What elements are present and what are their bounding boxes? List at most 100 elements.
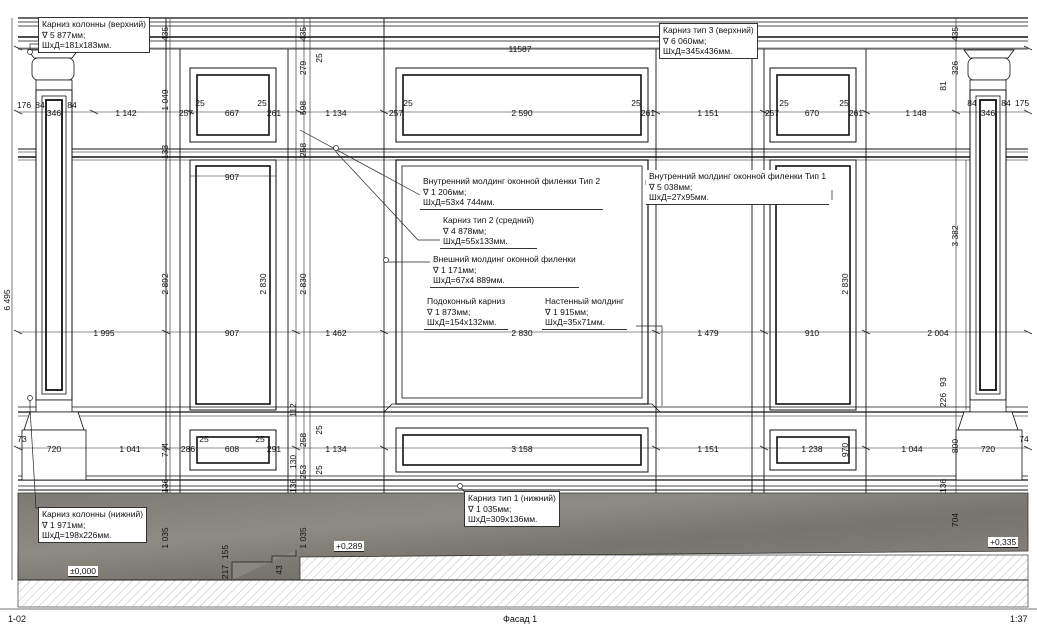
dim-upper-0: 907 (225, 172, 239, 182)
dim-top-22: 1 148 (905, 108, 927, 118)
note-inner-molding-type1: Внутренний молдинг оконной филенки Тип 1… (646, 170, 830, 205)
dim-low-10: 1 151 (697, 444, 719, 454)
dim-v-13: 2 830 (258, 273, 268, 295)
note-level: ∇ 5 877мм; (42, 29, 86, 40)
dim-text: 11587 176 84 346 84 1 142 257 25 667 25 … (17, 44, 1029, 454)
note-title: Внутренний молдинг оконной филенки Тип 2 (423, 176, 601, 186)
dim-v-16: 258 (298, 433, 308, 447)
dim-top-17: 257 (765, 108, 779, 118)
dim-top-25: 84 (1001, 98, 1011, 108)
dim-v-7: 435 (298, 27, 308, 41)
dimension-lines (11, 18, 1028, 580)
level-raised-right: +0,335 (988, 537, 1019, 548)
note-title: Внешний молдинг оконной филенки (433, 254, 576, 264)
dim-v-28: 81 (938, 81, 948, 91)
note-size: ШхД=35х71мм. (545, 317, 605, 327)
dim-v-6: 1 035 (160, 527, 170, 549)
note-title: Настенный молдинг (545, 296, 625, 306)
dim-v-0: 435 (160, 27, 170, 41)
dim-v-14: 2 830 (840, 273, 850, 295)
dim-v-23: 217 (220, 565, 230, 579)
dim-v-18: 253 (298, 465, 308, 479)
note-column-cornice-top: Карниз колонны (верхний) ∇ 5 877мм; ШхД=… (38, 17, 150, 53)
note-cornice-type3-top: Карниз тип 3 (верхний) ∇ 6 060мм; ШхД=34… (659, 23, 758, 59)
note-title: Карниз колонны (верхний) (42, 19, 146, 29)
dim-v-31: 226 (938, 393, 948, 407)
note-size: ШхД=27х95мм. (649, 192, 709, 202)
dim-v-10: 598 (298, 101, 308, 115)
note-title: Карниз тип 1 (нижний) (468, 493, 556, 503)
dim-top-16: 1 151 (697, 108, 719, 118)
dim-low-12: 1 044 (901, 444, 923, 454)
dim-v-27: 326 (950, 61, 960, 75)
dim-top-18: 25 (779, 98, 789, 108)
dim-top-21: 261 (849, 108, 863, 118)
dim-top-23: 84 (967, 98, 977, 108)
dim-top-20: 25 (839, 98, 849, 108)
dim-v-32: 800 (950, 439, 960, 453)
left-column (21, 49, 87, 481)
dim-low-0: 73 (17, 434, 27, 444)
dim-top-6: 25 (195, 98, 205, 108)
lower-panels (189, 427, 857, 473)
dim-mid-1: 907 (225, 328, 239, 338)
dim-mid-0: 1 995 (93, 328, 115, 338)
dim-low-11: 1 238 (801, 444, 823, 454)
note-inner-molding-type2: Внутренний молдинг оконной филенки Тип 2… (420, 175, 604, 210)
dim-v-20: 25 (314, 465, 324, 475)
dim-mid-4: 1 479 (697, 328, 719, 338)
level-raised-left: +0,289 (334, 541, 365, 552)
note-title: Карниз тип 2 (средний) (443, 215, 535, 225)
note-size: ШхД=53х4 744мм. (423, 197, 495, 207)
dim-text-vertical: 6 495 435 1 049 133 2 892 744 136 1 035 … (2, 27, 960, 579)
dim-v-3: 2 892 (160, 273, 170, 295)
note-level: ∇ 1 171мм; (433, 264, 477, 275)
dim-top-3: 84 (67, 100, 77, 110)
dim-v-33: 136 (938, 479, 948, 493)
dim-v-35: 970 (840, 443, 850, 457)
pilaster-lines (165, 18, 867, 493)
right-column (955, 49, 1023, 481)
dim-v-19: 25 (314, 425, 324, 435)
sheet-title: Фасад 1 (503, 614, 538, 624)
dim-top-4: 1 142 (115, 108, 137, 118)
dim-v-25: 43 (274, 565, 284, 575)
note-size: ШхД=309х136мм. (468, 514, 538, 524)
dim-top-9: 261 (267, 108, 281, 118)
dim-top-8: 25 (257, 98, 267, 108)
level-floor: ±0,000 (68, 566, 98, 577)
note-title: Подоконный карниз (427, 296, 506, 306)
note-level: ∇ 1 873мм; (427, 306, 471, 317)
note-title: Карниз тип 3 (верхний) (663, 25, 754, 35)
dim-top-15: 261 (641, 108, 655, 118)
dim-v-11: 258 (298, 143, 308, 157)
note-level: ∇ 1 035мм; (468, 503, 512, 514)
leader-dots (27, 49, 463, 489)
dim-low-8: 1 134 (325, 444, 347, 454)
dim-low-13: 720 (981, 444, 995, 454)
dim-v-1: 1 049 (160, 89, 170, 111)
dim-top-5: 257 (179, 108, 193, 118)
dim-top-13: 2 590 (511, 108, 533, 118)
dim-top-1: 84 (35, 100, 45, 110)
note-outer-molding: Внешний молдинг оконной филенки ∇ 1 171м… (430, 253, 579, 288)
top-cornice (18, 17, 1028, 50)
step-profile (231, 550, 297, 580)
note-cornice-type2-mid: Карниз тип 2 (средний) ∇ 4 878мм; ШхД=55… (440, 214, 538, 249)
note-size: ШхД=345х436мм. (663, 46, 733, 56)
dim-v-4: 744 (160, 443, 170, 457)
dim-v-12: 2 830 (298, 273, 308, 295)
note-level: ∇ 1 971мм; (42, 519, 86, 530)
dim-overall-height: 6 495 (2, 289, 12, 311)
dim-v-2: 133 (160, 145, 170, 159)
dim-low-2: 1 041 (119, 444, 141, 454)
dim-low-9: 3 158 (511, 444, 533, 454)
dim-top-12: 25 (403, 98, 413, 108)
sheet-scale: 1:37 (1010, 614, 1028, 624)
dim-v-30: 93 (938, 377, 948, 387)
dim-mid-6: 2 004 (927, 328, 949, 338)
upper-panels (189, 67, 857, 143)
middle-cornice (18, 148, 1028, 161)
dim-mid-3: 2 830 (511, 328, 533, 338)
